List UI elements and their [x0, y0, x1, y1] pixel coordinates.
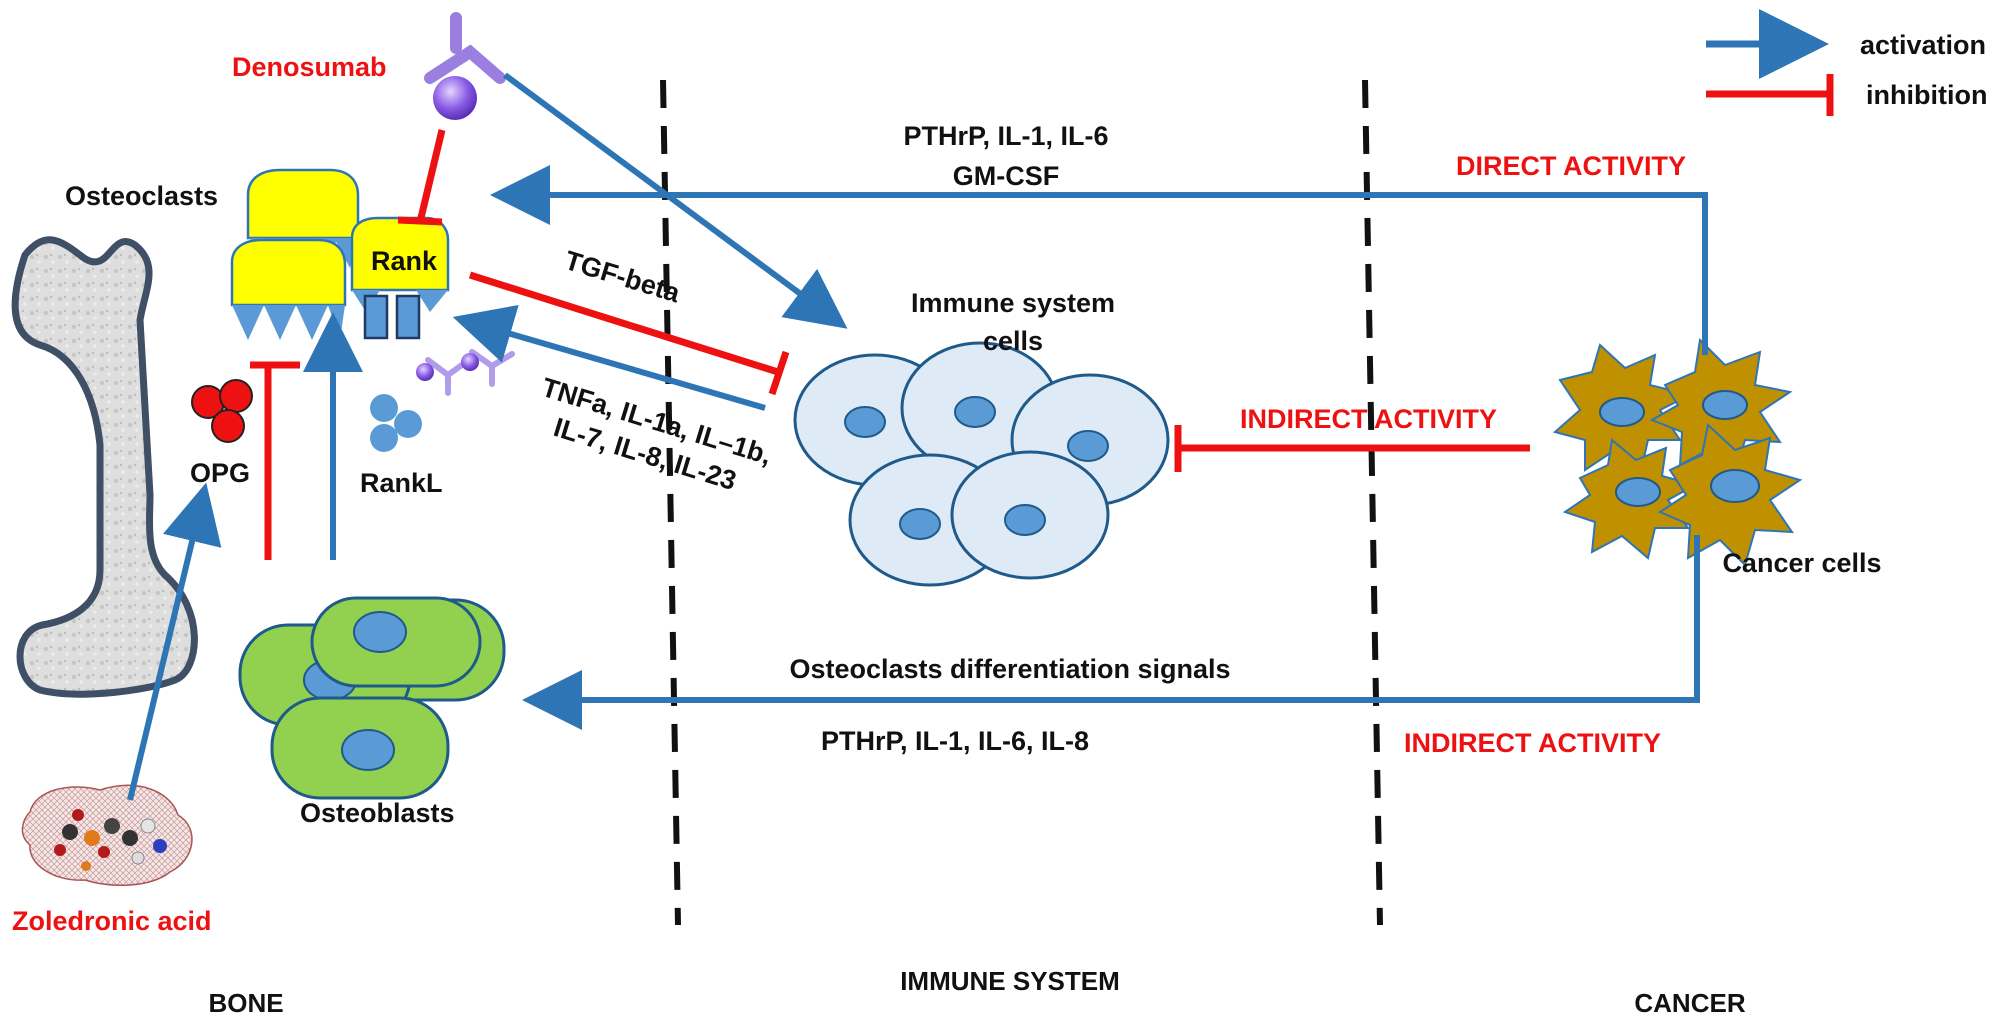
arrow-cancer-indirect-to-osteoblast [522, 535, 1700, 730]
zoledronic-acid-molecule-icon [21, 784, 193, 886]
rankl-label: RankL [360, 468, 443, 498]
region-immune-label: IMMUNE SYSTEM [900, 966, 1120, 996]
tgf-beta-label: TGF-beta [561, 245, 684, 309]
bone-shape [11, 236, 198, 698]
cancer-cells-label: Cancer cells [1722, 548, 1881, 578]
inhibit-denosumab-rank-bar [397, 216, 443, 226]
inhibit-tgf-beta-bar [768, 350, 790, 396]
osteoclasts-label: Osteoclasts [65, 181, 218, 211]
arrow-zoledronic-to-opg [127, 482, 222, 801]
direct-signals-line1: PTHrP, IL-1, IL-6 [903, 121, 1108, 151]
legend-activation-label: activation [1860, 30, 1986, 60]
arrow-cancer-direct-to-osteoclast [490, 165, 1708, 355]
cancer-cells-icon [1552, 337, 1803, 567]
opg-label: OPG [190, 458, 250, 488]
region-bone-label: BONE [208, 988, 283, 1018]
osteoblasts-label: Osteoblasts [300, 798, 455, 828]
denosumab-antibody-icon [424, 12, 506, 120]
opg-molecule-icon [191, 379, 253, 443]
indirect-activity-bone-label: INDIRECT ACTIVITY [1404, 728, 1661, 758]
osteoclast-diff-signals-label: Osteoclasts differentiation signals [789, 654, 1230, 684]
separator-bone-immune [660, 79, 681, 926]
inhibit-denosumab-rank [416, 129, 446, 223]
rankl-molecule-icon [370, 394, 422, 452]
indirect-activity-immune-label: INDIRECT ACTIVITY [1240, 404, 1497, 434]
osteoclast-cell-front [230, 238, 347, 340]
denosumab-label: Denosumab [232, 52, 387, 82]
rankl-antibody-icon [416, 349, 515, 396]
direct-signals-line2: GM-CSF [953, 161, 1059, 191]
rank-label: Rank [371, 246, 438, 276]
osteoblast-cells [238, 596, 506, 800]
direct-activity-label: DIRECT ACTIVITY [1456, 151, 1686, 181]
immune-system-cells [793, 341, 1170, 587]
rank-receptor-left [363, 294, 389, 340]
zoledronic-acid-label: Zoledronic acid [12, 906, 212, 936]
osteoclast-rank-cell [350, 216, 450, 340]
region-cancer-label: CANCER [1634, 988, 1745, 1018]
rank-receptor-right [395, 294, 421, 340]
bottom-signals-label: PTHrP, IL-1, IL-6, IL-8 [821, 726, 1089, 756]
separator-immune-cancer [1362, 79, 1383, 926]
legend-inhibition-label: inhibition [1866, 80, 1987, 110]
arrow-immune-to-osteoclast [452, 304, 766, 411]
inhibit-tgf-beta [468, 271, 780, 376]
immune-cells-label-line2: cells [983, 326, 1043, 356]
immune-cells-label-line1: Immune system [911, 288, 1115, 318]
